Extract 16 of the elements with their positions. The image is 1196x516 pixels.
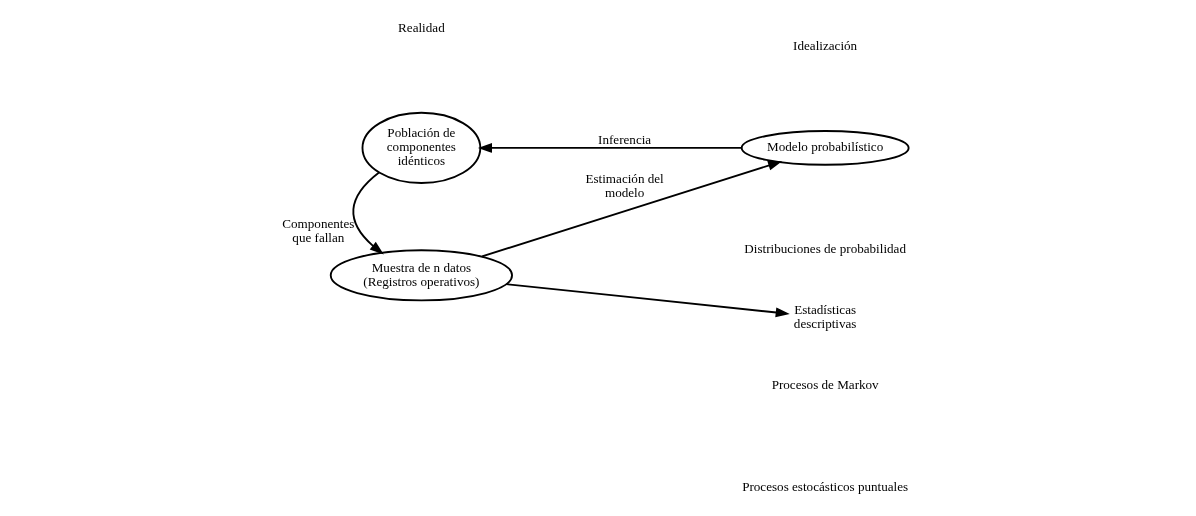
label: Procesos de Markov [771, 377, 879, 393]
arrow [477, 142, 743, 153]
edge-label: Componentes que fallan [282, 216, 355, 246]
edge-label: Estimación del modelo [585, 170, 664, 200]
node-text: Estadísticas descriptivas [793, 301, 857, 331]
node-ellipse: Muestra de n datos (Registros operativos) [329, 249, 513, 302]
edge-label: Inferencia [598, 132, 652, 148]
arrow [352, 171, 384, 255]
label: Idealización [793, 38, 858, 54]
arrow [505, 283, 790, 318]
node-ellipse: Modelo probabilístico [740, 130, 910, 166]
arrow [481, 160, 783, 258]
label: Distribuciones de probabilidad [744, 240, 906, 256]
label: Procesos estocásticos puntuales [742, 478, 909, 494]
node-ellipse: Población de componentes idénticos [361, 111, 482, 184]
label: Realidad [398, 20, 445, 36]
